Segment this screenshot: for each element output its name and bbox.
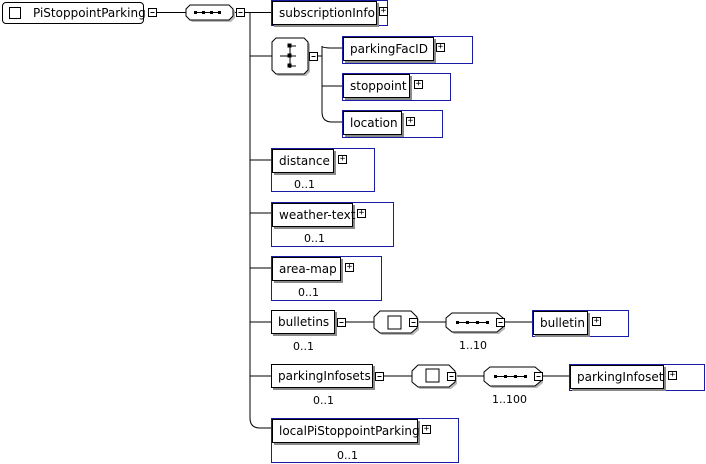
element-label: location: [343, 111, 402, 135]
element-subscription-info[interactable]: subscriptionInfo +: [271, 0, 388, 26]
expand-icon[interactable]: +: [422, 424, 431, 434]
element-label: weather-text: [272, 203, 355, 227]
sequence-cardinality-label: 1..100: [492, 393, 527, 406]
element-location[interactable]: location +: [342, 110, 443, 138]
expand-icon[interactable]: +: [406, 116, 415, 126]
element-label: stoppoint: [343, 74, 410, 98]
cardinality-label: 0..1: [293, 340, 314, 353]
root-element-icon: [9, 7, 21, 19]
element-stoppoint[interactable]: stoppoint +: [342, 73, 451, 101]
element-parking-fac-id[interactable]: parkingFacID +: [342, 36, 473, 64]
element-parking-infoset[interactable]: parkingInfoset +: [569, 364, 705, 391]
expand-icon[interactable]: +: [592, 316, 601, 326]
expand-icon[interactable]: +: [414, 79, 423, 89]
cardinality-label: 0..1: [337, 449, 358, 462]
expand-icon[interactable]: +: [345, 262, 354, 272]
element-label: subscriptionInfo: [272, 1, 377, 25]
root-element-node[interactable]: PiStoppointParking: [2, 2, 146, 24]
expand-icon[interactable]: +: [668, 370, 677, 380]
element-label: parkingInfoset: [570, 365, 664, 389]
element-label: area-map: [272, 257, 341, 281]
element-bulletins[interactable]: bulletins 0..1: [271, 310, 341, 354]
collapse-markers: [148, 8, 543, 381]
element-label: bulletins: [271, 310, 335, 334]
cardinality-label: 0..1: [304, 232, 325, 245]
expand-icon[interactable]: +: [379, 6, 388, 16]
cardinality-label: 0..1: [298, 286, 319, 299]
element-weather-text[interactable]: weather-text + 0..1: [271, 202, 394, 247]
expand-icon[interactable]: +: [357, 208, 366, 218]
root-element-label: PiStoppointParking: [33, 6, 146, 20]
element-label: distance: [272, 149, 334, 173]
connector-lines: [148, 12, 570, 429]
sequence-cardinality-label: 1..10: [459, 339, 487, 352]
compositor-shapes: [185, 4, 543, 389]
expand-icon[interactable]: +: [338, 154, 347, 164]
element-bulletin[interactable]: bulletin +: [532, 310, 629, 337]
element-area-map[interactable]: area-map + 0..1: [271, 256, 382, 301]
element-label: parkingInfosets: [271, 364, 373, 388]
expand-icon[interactable]: +: [436, 42, 445, 52]
element-label: parkingFacID: [343, 37, 434, 61]
cardinality-label: 0..1: [294, 178, 315, 191]
cardinality-label: 0..1: [313, 394, 334, 407]
element-label: localPiStoppointParking: [272, 419, 420, 443]
element-local-pi-stoppoint-parking[interactable]: localPiStoppointParking + 0..1: [271, 418, 459, 463]
element-parking-infosets[interactable]: parkingInfosets 0..1: [271, 364, 379, 408]
element-label: bulletin: [533, 311, 588, 335]
element-distance[interactable]: distance + 0..1: [271, 148, 375, 192]
